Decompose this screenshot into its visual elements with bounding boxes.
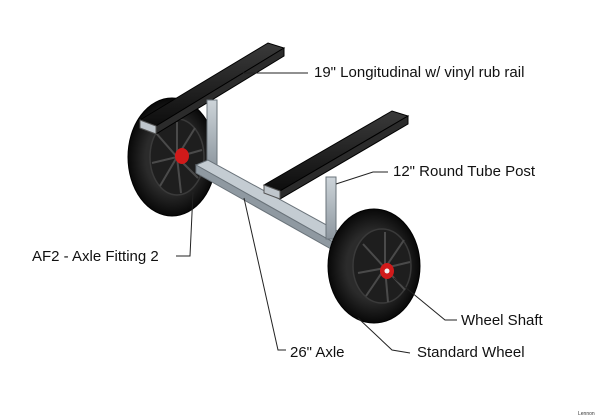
- label-standard-wheel: Standard Wheel: [417, 344, 525, 361]
- label-longitudinal: 19" Longitudinal w/ vinyl rub rail: [314, 64, 525, 81]
- right-wheel-shaft: [384, 268, 390, 274]
- leader-wheel-shaft: [393, 277, 457, 321]
- leader-tube-post: [335, 171, 388, 185]
- corner-mark: Lennon: [578, 411, 595, 417]
- label-tube-post: 12" Round Tube Post: [393, 163, 536, 180]
- leader-axle-fitting: [176, 191, 194, 257]
- label-axle: 26" Axle: [290, 344, 345, 361]
- leader-lines: [176, 72, 457, 354]
- right-wheel: [327, 208, 421, 324]
- rear-longitudinal: [138, 42, 286, 135]
- leader-standard-wheel: [357, 317, 411, 354]
- leader-axle: [243, 197, 286, 351]
- rear-post: [206, 99, 218, 169]
- left-hub-spokes: [151, 122, 203, 194]
- left-axle-fitting: [175, 148, 189, 164]
- label-wheel-shaft: Wheel Shaft: [461, 312, 543, 329]
- front-post: [325, 176, 337, 240]
- label-axle-fitting: AF2 - Axle Fitting 2: [32, 248, 159, 265]
- front-longitudinal: [262, 110, 410, 200]
